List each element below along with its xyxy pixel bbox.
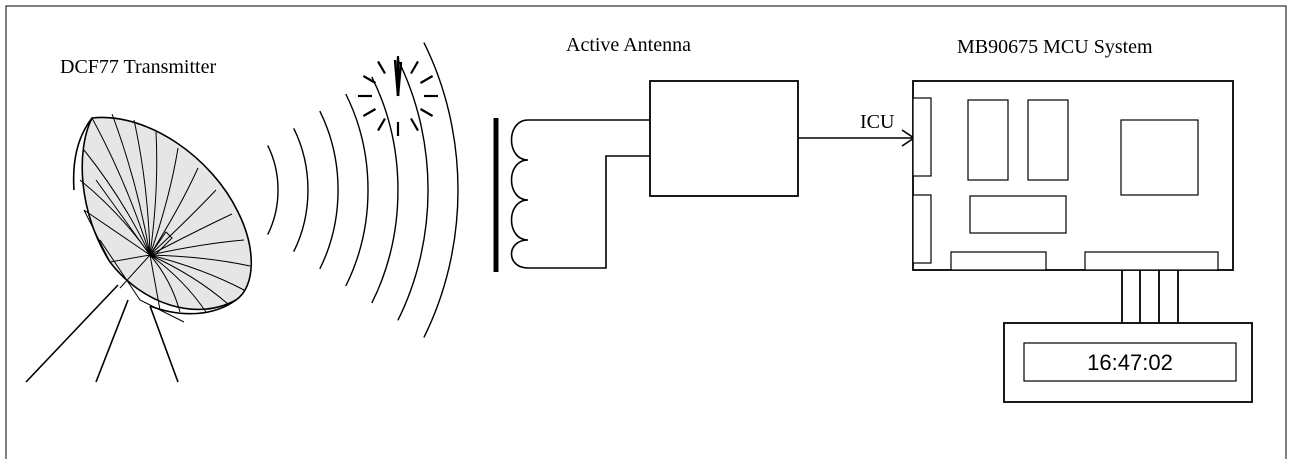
wave-arc (267, 145, 279, 235)
dish-rib (149, 254, 181, 313)
clock-hand (396, 61, 403, 97)
dish-rib (149, 254, 207, 313)
dish-rib (149, 254, 245, 291)
clock-tick (377, 60, 386, 75)
ribbon-cable (1121, 270, 1179, 323)
wave-arc (345, 93, 369, 287)
clock-tick (410, 60, 419, 75)
diagram-frame (5, 5, 1287, 459)
display-time: 16:47:02 (1087, 350, 1173, 375)
radio-waves-icon (267, 42, 459, 338)
clock-tick (377, 117, 386, 132)
dish-rib (149, 147, 179, 256)
transmitter-label: DCF77 Transmitter (60, 56, 216, 78)
wave-arc (397, 59, 429, 321)
dish-rib (91, 117, 151, 256)
wave-arc (319, 110, 339, 270)
satellite-dish-icon (25, 113, 253, 383)
clock-tick (410, 117, 419, 132)
clock-tick (419, 108, 434, 117)
dish-rib (149, 131, 158, 256)
dish-rib (133, 119, 151, 256)
mcu-board (912, 80, 1234, 271)
dish-rib (111, 113, 151, 256)
mcu-system-label: MB90675 MCU System (957, 36, 1153, 58)
clock-tick (362, 108, 377, 117)
antenna-label: Active Antenna (566, 34, 691, 56)
wave-arc (293, 127, 309, 253)
dish-rib (149, 239, 245, 256)
antenna-coil (510, 119, 650, 269)
dish-rib (149, 254, 229, 305)
wave-arc (423, 42, 459, 338)
wave-arc (371, 76, 399, 304)
dish-rib (149, 167, 199, 256)
icu-label: ICU (860, 111, 895, 133)
clock-tick (419, 75, 434, 84)
dish-rib (83, 149, 151, 256)
amplifier-box (649, 80, 799, 197)
clock-tick (362, 75, 377, 84)
dish-rib (149, 189, 217, 256)
time-display: 16:47:02 (1003, 322, 1253, 403)
clock-icon (358, 56, 438, 136)
dish-rib (149, 254, 251, 267)
